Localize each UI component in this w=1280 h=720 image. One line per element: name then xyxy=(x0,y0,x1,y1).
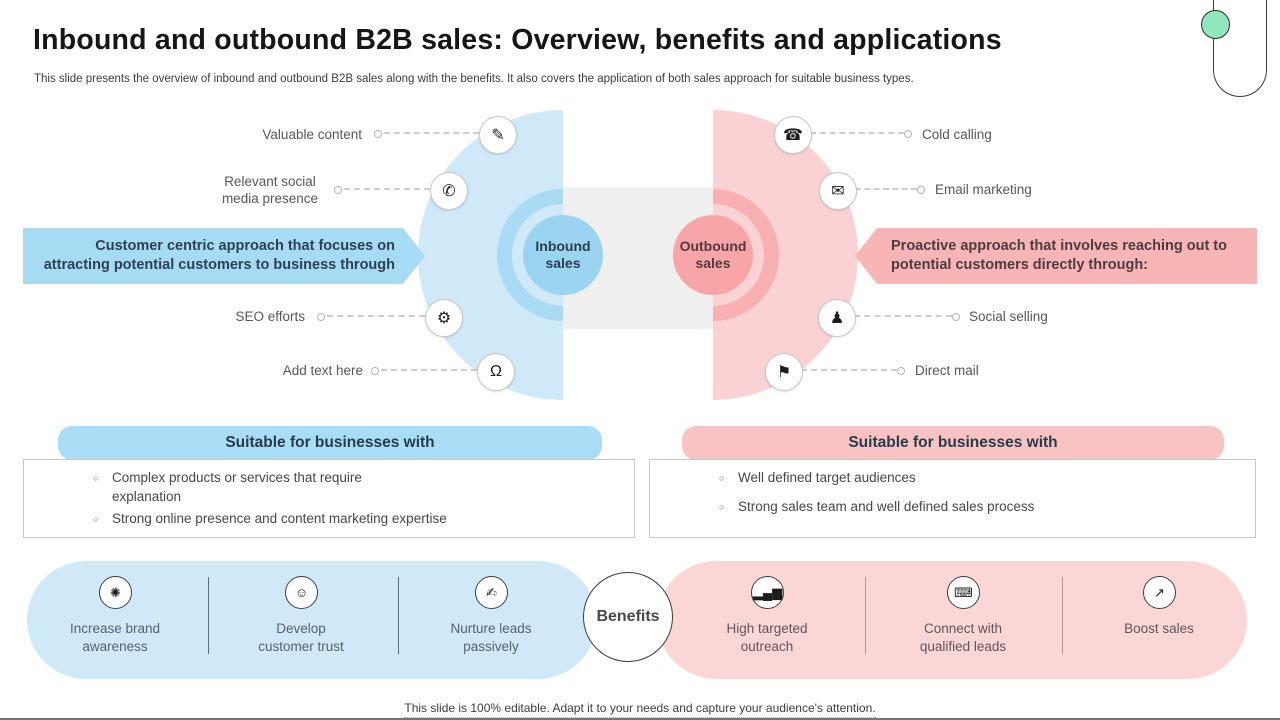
boost-sales-cart-icon: ↗ xyxy=(1143,576,1176,609)
page-title: Inbound and outbound B2B sales: Overview… xyxy=(33,24,1002,56)
footer-note-text: This slide is 100% editable. Adapt it to… xyxy=(404,701,876,718)
megaphone-icon: ✺ xyxy=(99,576,132,609)
outbound-callout-text: Proactive approach that involves reachin… xyxy=(891,238,1227,273)
divider xyxy=(865,577,866,654)
inbound-callout-arrow: Customer centric approach that focuses o… xyxy=(23,228,425,284)
outbound-item-label: Cold calling xyxy=(922,127,992,142)
connector-line xyxy=(810,132,904,134)
outbound-item-label: Social selling xyxy=(969,309,1048,324)
connector-line xyxy=(381,369,477,371)
email-marketing-icon: ✉ xyxy=(819,172,857,210)
inbound-item-label: SEO efforts xyxy=(235,309,305,324)
divider xyxy=(398,577,399,654)
benefits-hub-circle: Benefits xyxy=(583,572,673,662)
benefit-label: Increase brand awareness xyxy=(69,621,161,654)
divider xyxy=(208,577,209,654)
inbound-item-label: Relevant social media presence xyxy=(221,174,318,206)
outbound-suitable-header: Suitable for businesses with xyxy=(682,426,1224,460)
laptop-leads-icon: ⌨ xyxy=(947,576,980,609)
connector-dot xyxy=(917,186,925,194)
benefit-label: Boost sales xyxy=(1124,621,1194,636)
connector-dot xyxy=(317,313,325,321)
icon-glyph: ✎ xyxy=(491,127,505,144)
connector-dot xyxy=(904,130,912,138)
icon-glyph: ✆ xyxy=(442,183,456,200)
icon-glyph: ✉ xyxy=(831,183,845,200)
benefit-label: Connect with qualified leads xyxy=(919,621,1007,654)
customer-trust-icon: ☺ xyxy=(285,576,318,609)
corner-decoration-dot xyxy=(1201,10,1230,39)
inbound-suitable-header: Suitable for businesses with xyxy=(58,426,602,460)
direct-mail-mailbox-icon: ⚑ xyxy=(765,353,803,391)
connector-line xyxy=(854,315,952,317)
connector-line xyxy=(801,369,897,371)
lead-magnet-icon: Ω xyxy=(477,353,515,391)
icon-glyph: ☺ xyxy=(294,585,309,600)
benefit-label: Nurture leads passively xyxy=(450,621,532,654)
page-subtitle: This slide presents the overview of inbo… xyxy=(34,73,914,85)
footer-note: This slide is 100% editable. Adapt it to… xyxy=(0,701,1280,718)
connector-dot xyxy=(897,367,905,375)
divider xyxy=(1062,577,1063,654)
icon-glyph: ✺ xyxy=(110,584,121,600)
icon-glyph: ⌨ xyxy=(954,584,973,600)
add-text-placeholder[interactable]: Add text here xyxy=(282,363,363,378)
outbound-sales-circle: Outbound sales xyxy=(673,215,753,295)
icon-glyph: Ω xyxy=(490,363,502,380)
benefit-label: Develop customer trust xyxy=(258,621,344,654)
slide-bottom-edge xyxy=(0,718,1280,720)
connector-dot xyxy=(952,313,960,321)
outbound-callout-arrow: Proactive approach that involves reachin… xyxy=(855,228,1257,284)
connector-dot xyxy=(334,186,342,194)
inbound-sales-circle: Inbound sales xyxy=(523,215,603,295)
connector-dot xyxy=(371,367,379,375)
connector-line xyxy=(855,188,917,190)
icon-glyph: ✍ xyxy=(486,584,497,600)
inbound-suitable-box: Complex products or services that requir… xyxy=(23,459,635,538)
icon-glyph: ⚑ xyxy=(776,364,792,381)
list-item: Well defined target audiences xyxy=(719,468,1255,488)
cold-calling-phone-icon: ☎ xyxy=(774,116,812,154)
nurture-leads-icon: ✍ xyxy=(475,576,508,609)
outbound-item-label: Direct mail xyxy=(915,363,979,378)
connector-line xyxy=(344,188,430,190)
connector-line xyxy=(327,315,425,317)
benefit-label: High targeted outreach xyxy=(726,621,808,654)
outbound-item-label: Email marketing xyxy=(935,182,1032,197)
list-item: Strong online presence and content marke… xyxy=(93,509,634,529)
outbound-suitable-box: Well defined target audiences Strong sal… xyxy=(649,459,1256,538)
valuable-content-icon: ✎ xyxy=(479,116,517,154)
icon-glyph: ▂▄▆ xyxy=(752,584,783,600)
connector-dot xyxy=(374,130,382,138)
inbound-callout-text: Customer centric approach that focuses o… xyxy=(43,238,395,273)
social-selling-person-icon: ♟ xyxy=(818,299,856,337)
icon-glyph: ☎ xyxy=(783,127,803,144)
seo-monitor-gear-icon: ⚙ xyxy=(425,299,463,337)
icon-glyph: ↗ xyxy=(1154,584,1165,600)
icon-glyph: ♟ xyxy=(829,310,845,327)
icon-glyph: ⚙ xyxy=(436,310,452,327)
inbound-suitable-list: Complex products or services that requir… xyxy=(24,468,634,529)
inbound-item-label: Valuable content xyxy=(262,127,362,142)
list-item: Complex products or services that requir… xyxy=(93,468,634,506)
list-item: Strong sales team and well defined sales… xyxy=(719,497,1255,517)
outbound-suitable-list: Well defined target audiences Strong sal… xyxy=(650,468,1255,517)
connector-line xyxy=(384,132,479,134)
bar-chart-icon: ▂▄▆ xyxy=(751,576,784,609)
social-media-phone-icon: ✆ xyxy=(430,172,468,210)
